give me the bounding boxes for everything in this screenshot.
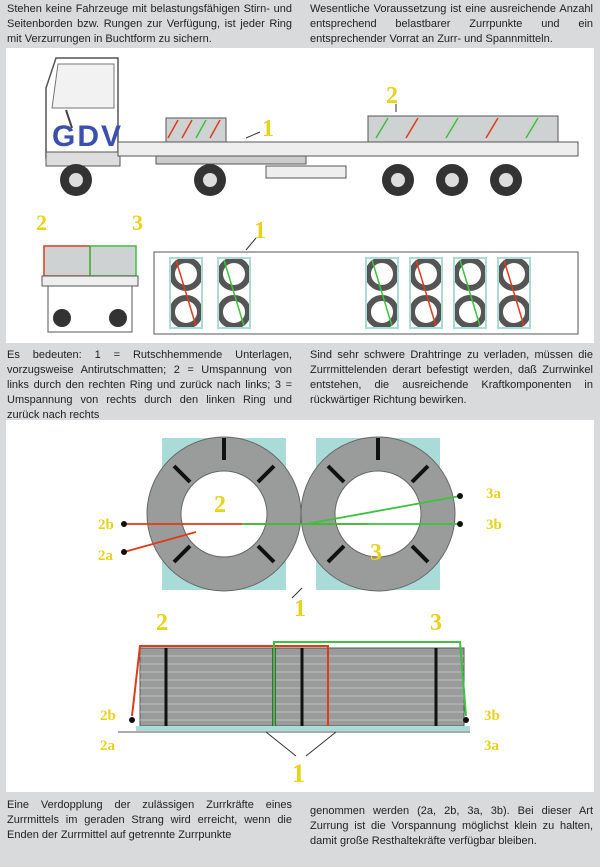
detail-label-3: 3	[370, 540, 382, 566]
trailer-bed	[117, 141, 579, 157]
footer-right: genommen werden (2a, 2b, 3a, 3b). Bei di…	[310, 805, 593, 847]
truck-label-1: 1	[262, 116, 274, 142]
legend-left: Es bedeuten: 1 = Rutschhemmende Unterlag…	[7, 349, 292, 421]
coil-stack-front	[165, 117, 227, 143]
side-view	[118, 641, 470, 733]
coil-right	[300, 436, 456, 592]
side-label-2b: 2b	[100, 708, 116, 724]
intro-right: Wesentliche Voraussetzung ist eine ausre…	[310, 3, 593, 45]
detail-label-2: 2	[214, 492, 226, 518]
front-view	[41, 245, 139, 333]
side-label-1: 1	[292, 759, 305, 788]
detail-label-3b: 3b	[486, 517, 502, 533]
detail-label-2b: 2b	[98, 517, 114, 533]
side-label-3b: 3b	[484, 708, 500, 724]
top-label-1: 1	[254, 218, 266, 244]
lashings-top	[123, 495, 461, 553]
truck-cab	[45, 57, 121, 167]
front-label-2: 2	[36, 210, 47, 235]
detail-label-3a: 3a	[486, 486, 502, 502]
side-label-2: 2	[156, 610, 168, 636]
side-label-3a: 3a	[484, 738, 500, 754]
legend-right: Sind sehr schwere Drahtringe zu verladen…	[310, 349, 593, 406]
front-label-3: 3	[132, 210, 143, 235]
coil-bands	[172, 438, 430, 564]
truck-diagram: GDV 1 2	[36, 57, 579, 335]
truck-diagram-panel: GDV 1 2	[6, 48, 594, 343]
footer-left: Eine Verdopplung der zulässigen Zurrkräf…	[7, 799, 292, 841]
top-view	[153, 251, 579, 335]
side-label-2a: 2a	[100, 738, 116, 754]
truck-wheels	[60, 164, 522, 196]
side-label-3: 3	[430, 610, 442, 636]
detail-diagram-panel: 2 3 1 2b 2a 3a 3b 2 3	[6, 420, 594, 792]
gdv-logo: GDV	[52, 120, 123, 153]
detail-label-2a: 2a	[98, 548, 114, 564]
coil-stack-rear	[367, 115, 559, 143]
truck-label-2: 2	[386, 83, 398, 109]
detail-label-1: 1	[294, 596, 306, 622]
detail-diagram: 2 3 1 2b 2a 3a 3b 2 3	[98, 436, 502, 788]
intro-left: Stehen keine Fahrzeuge mit belastungsfäh…	[7, 3, 292, 45]
